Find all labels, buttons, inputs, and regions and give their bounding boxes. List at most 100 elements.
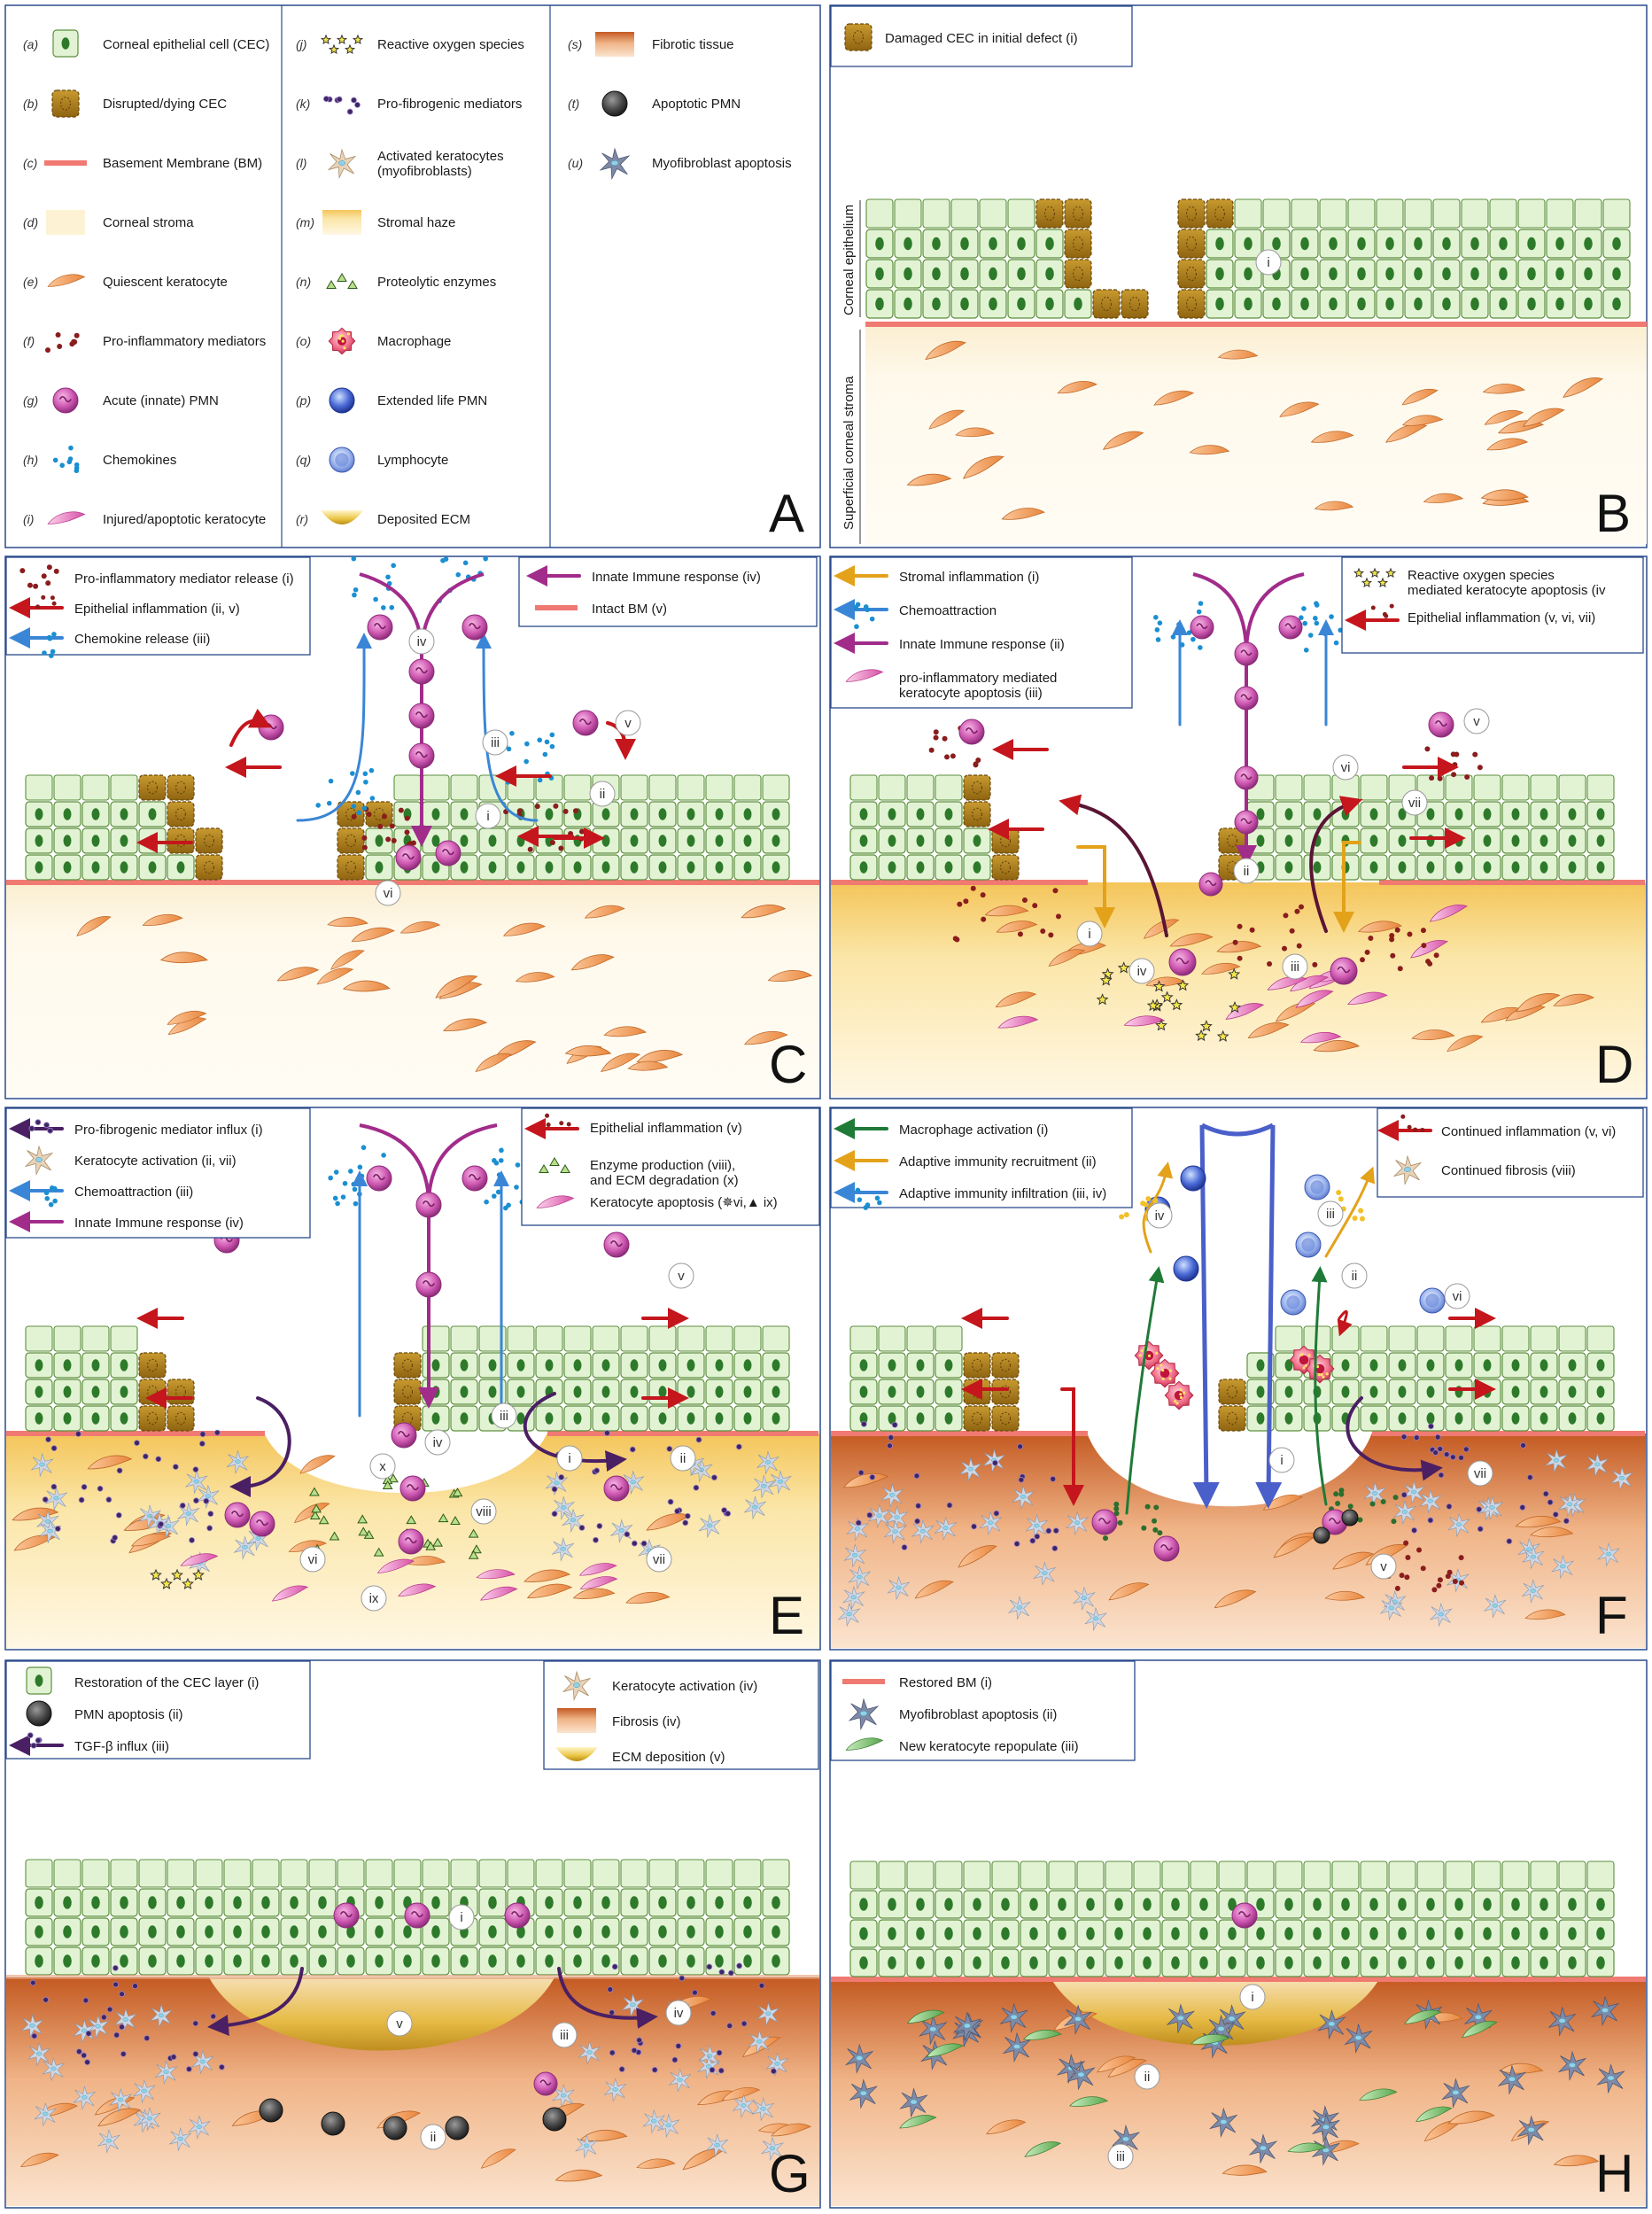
myofibroblast-nucleus: [165, 1524, 172, 1528]
cec-flat-cell: [648, 774, 677, 801]
profibrogenic-dot: [1029, 1537, 1036, 1544]
cec-cell: [950, 259, 979, 289]
cec-nucleus: [1398, 1927, 1407, 1940]
pmn-nucleus: [1196, 623, 1208, 630]
macrophage-granule: [337, 337, 342, 340]
cec-cell: [935, 1948, 963, 1977]
legend-label: Corneal epithelial cell (CEC): [103, 37, 269, 52]
mediator-dot: [1382, 611, 1387, 617]
numeral-text: i: [486, 809, 489, 824]
cec-cell: [1586, 801, 1615, 827]
keratocyte-body: [743, 1030, 788, 1045]
chemokine-dot: [1301, 606, 1307, 611]
dying-body: [51, 89, 80, 118]
pmn-cell: [1234, 641, 1259, 666]
cec-nucleus: [1017, 297, 1026, 311]
mediator-dots: [1360, 927, 1439, 972]
cec-cell: [733, 1379, 762, 1405]
mediator-dot: [1021, 897, 1028, 903]
roman-numeral: iv: [424, 1429, 451, 1456]
keratocyte-body: [1332, 1551, 1375, 1570]
cec-cell: [138, 1888, 167, 1917]
chemokine-dot: [1314, 620, 1320, 626]
cec-nucleus: [120, 861, 128, 874]
cec-flat-cell: [1218, 1861, 1246, 1890]
keratocyte: [1480, 489, 1529, 501]
profibrogenic-dot: [914, 1518, 920, 1525]
cec-nucleus: [1244, 267, 1253, 281]
pmn-cell: [224, 1502, 251, 1528]
cec-cell: [1501, 1948, 1530, 1977]
keratocyte: [1102, 431, 1144, 450]
profibrogenic-dot: [35, 1737, 42, 1744]
myofibroblast: [226, 1449, 250, 1475]
chemokine-dot: [505, 780, 511, 785]
keratocyte-body: [293, 1503, 330, 1524]
cec-body: [1501, 1861, 1530, 1890]
cec-body: [620, 1859, 648, 1888]
myofibroblast-nucleus: [756, 2039, 763, 2044]
apoptotic-pmn: [445, 2116, 469, 2140]
cec-nucleus: [1143, 1956, 1152, 1969]
cec-cell: [1303, 1948, 1331, 1977]
profibrogenic-dot: [1542, 1490, 1549, 1497]
cec-nucleus: [658, 1386, 667, 1398]
cec-nucleus: [1540, 1359, 1548, 1371]
profibrogenic-dot: [609, 2009, 616, 2016]
mediator-dot: [1407, 931, 1413, 937]
keratocyte: [601, 1053, 640, 1073]
cec-nucleus: [63, 1896, 72, 1909]
cec-nucleus: [233, 1954, 242, 1968]
pmn-cell: [1091, 1509, 1118, 1535]
macrophage-granule: [1302, 1366, 1306, 1370]
cec-cell: [1530, 1890, 1558, 1919]
injured-keratocyte: [180, 1553, 219, 1566]
myofibroblast-nucleus: [1605, 1551, 1612, 1557]
cec-nucleus: [944, 808, 953, 820]
cec-cell: [865, 229, 894, 259]
cec-cell: [81, 1917, 110, 1946]
cec-nucleus: [403, 1954, 412, 1968]
basement-membrane: [831, 880, 1088, 885]
legend-icon-macro: [328, 327, 356, 355]
profibrogenic-dot: [106, 2006, 113, 2013]
myofibroblast-nucleus: [910, 2099, 918, 2105]
cec-flat-cell: [733, 1859, 762, 1888]
ros-star: [171, 1568, 183, 1581]
cec-body: [535, 1325, 563, 1352]
profibrogenic-dot: [1045, 1527, 1052, 1534]
cec-nucleus: [859, 1412, 868, 1425]
cec-cell: [620, 801, 648, 827]
pmn-nucleus: [609, 1484, 623, 1491]
myofibroblast-nucleus: [774, 2062, 780, 2066]
cec-flat-cell: [1461, 198, 1489, 229]
myofibroblast-nucleus: [741, 2103, 747, 2108]
keratocyte-body: [1357, 921, 1403, 933]
cec-cell: [906, 827, 935, 854]
cec-flat-cell: [1489, 198, 1517, 229]
keratocyte: [515, 972, 555, 983]
cec-nucleus: [1540, 1956, 1548, 1969]
dying-nucleus: [1227, 834, 1237, 848]
cec-nucleus: [35, 1674, 43, 1687]
profibrogenic-dot: [186, 2066, 192, 2072]
cec-cell: [365, 1946, 393, 1976]
dying-cec: [195, 854, 223, 881]
cec-cell: [762, 1405, 790, 1432]
mediator-dot: [1436, 1582, 1442, 1589]
mediator-dots: [1232, 904, 1318, 967]
myofibroblast-nucleus: [1388, 1605, 1394, 1611]
cec-flat-cell: [1602, 198, 1631, 229]
cec-nucleus: [91, 1925, 100, 1938]
mediator-dot: [1454, 751, 1460, 757]
profibrogenic-dot: [631, 1540, 638, 1547]
keratocyte: [342, 980, 391, 992]
dying-body: [963, 774, 991, 801]
profibrogenic-dot: [43, 1996, 50, 2003]
keratocyte-body: [1324, 1590, 1366, 1601]
cec-cell: [620, 1379, 648, 1405]
keratocyte: [299, 1455, 336, 1474]
keratocyte-body: [963, 455, 1004, 479]
dying-nucleus: [972, 781, 982, 795]
keratocyte-body: [316, 967, 354, 985]
